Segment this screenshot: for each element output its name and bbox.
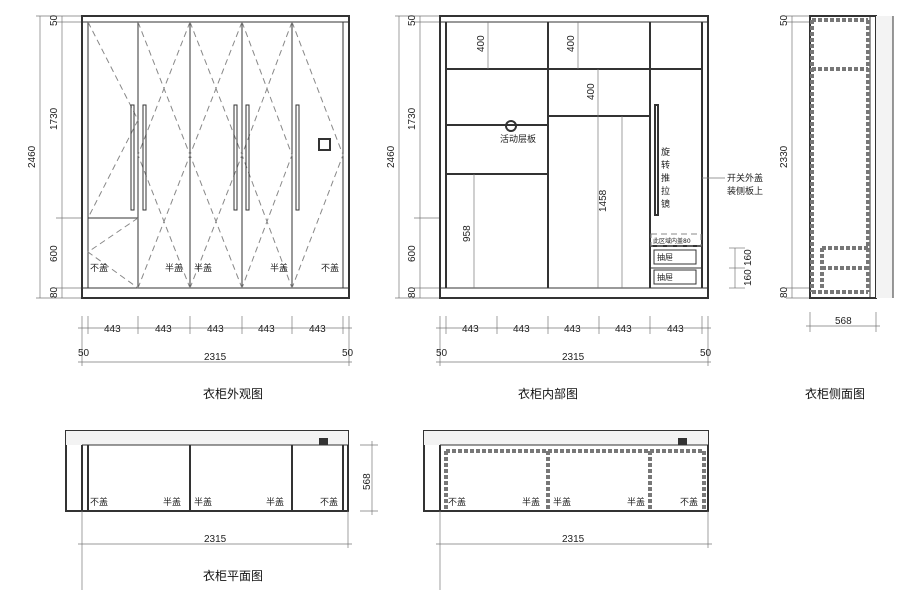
caption-exterior: 衣柜外观图	[203, 386, 263, 401]
dim-side-margin: 50	[342, 348, 354, 359]
side-view: 50 2330 80 568 衣柜侧面图	[779, 14, 894, 401]
label-half-overlay: 半盖	[627, 496, 645, 508]
dim-lower: 600	[407, 245, 418, 262]
label-half-overlay: 半盖	[522, 496, 540, 508]
dim-door-width: 443	[155, 324, 172, 335]
dim-shelf-400: 400	[566, 35, 577, 52]
dim-door-width: 443	[104, 324, 121, 335]
label-no-overlay: 不盖	[320, 496, 338, 508]
dim-drawer-160: 160	[743, 269, 754, 286]
dim-drawer-160: 160	[743, 249, 754, 266]
dim-shelf-400: 400	[476, 35, 487, 52]
label-half-overlay: 半盖	[165, 262, 183, 274]
dim-overall-width: 2315	[562, 352, 585, 363]
dim-upper: 1730	[49, 107, 60, 130]
door-handle-icon	[295, 104, 300, 211]
door-handle-icon	[130, 104, 135, 211]
drawer-zone	[650, 233, 702, 247]
label-no-overlay: 不盖	[90, 496, 108, 508]
dim-side-margin: 50	[436, 348, 448, 359]
caption-plan: 衣柜平面图	[203, 568, 263, 583]
label-rod-char: 拉	[661, 185, 670, 197]
dim-depth: 568	[835, 316, 852, 327]
caption-side: 衣柜侧面图	[805, 386, 865, 401]
dim-door-width: 443	[309, 324, 326, 335]
drawer-lower	[653, 269, 697, 285]
dim-overall-width: 2315	[204, 352, 227, 363]
dim-base: 80	[49, 286, 60, 298]
dim-side-margin: 50	[78, 348, 90, 359]
dim-hang-958: 958	[462, 225, 473, 242]
lock-square-icon	[678, 438, 687, 445]
lock-square-icon	[318, 138, 331, 151]
dim-overall-width: 2315	[204, 534, 227, 545]
dim-top-band: 50	[49, 14, 60, 26]
door-handle-icon	[233, 104, 238, 211]
label-half-overlay: 半盖	[553, 496, 571, 508]
label-switch-note-1: 开关外盖	[727, 172, 763, 184]
dim-hang-1458: 1458	[598, 189, 609, 212]
dim-side-margin: 50	[700, 348, 712, 359]
dim-door-width: 443	[207, 324, 224, 335]
plan-view-interior: 不盖 半盖 半盖 半盖 不盖 2315	[423, 430, 712, 590]
dim-lower: 600	[49, 245, 60, 262]
dim-base: 80	[779, 286, 790, 298]
caption-interior: 衣柜内部图	[518, 386, 578, 401]
label-rod-char: 转	[661, 159, 670, 171]
dim-base: 80	[407, 286, 418, 298]
interior-view: 2460 50 1730 600 80 400 400 400 958 1458	[386, 14, 763, 401]
dim-door-width: 443	[258, 324, 275, 335]
exterior-view: 2460 50 1730 600 80 不盖 半盖	[27, 14, 354, 401]
lock-square-icon	[319, 438, 328, 445]
dim-side-height: 2330	[779, 145, 790, 168]
label-switch-note-2: 装侧板上	[727, 185, 763, 197]
label-half-overlay: 半盖	[163, 496, 181, 508]
dim-depth: 568	[362, 473, 373, 490]
label-no-overlay: 不盖	[321, 262, 339, 274]
dim-top-band: 50	[407, 14, 418, 26]
dim-door-width: 443	[615, 324, 632, 335]
label-rod-char: 推	[661, 172, 670, 184]
label-half-overlay: 半盖	[194, 496, 212, 508]
drawer-upper	[653, 249, 697, 265]
label-half-overlay: 半盖	[270, 262, 288, 274]
label-no-overlay: 不盖	[448, 496, 466, 508]
label-drawer-note: 此区域内盖80	[653, 237, 691, 245]
label-drawer-handle: 抽屉	[657, 272, 673, 282]
label-no-overlay: 不盖	[680, 496, 698, 508]
label-half-overlay: 半盖	[194, 262, 212, 274]
dim-overall-width: 2315	[562, 534, 585, 545]
label-half-overlay: 半盖	[266, 496, 284, 508]
rotating-rod-icon	[654, 104, 659, 216]
dim-upper: 1730	[407, 107, 418, 130]
label-rod-char: 镜	[661, 198, 670, 210]
dim-door-width: 443	[462, 324, 479, 335]
dim-top-band: 50	[779, 14, 790, 26]
label-rod-char: 旋	[661, 146, 670, 158]
plan-view-exterior: 不盖 半盖 半盖 半盖 不盖 568 2315 衣柜平面图	[65, 430, 378, 590]
shelf-pin-icon	[505, 120, 517, 132]
dim-door-width: 443	[513, 324, 530, 335]
dim-overall-height: 2460	[27, 145, 38, 168]
label-no-overlay: 不盖	[90, 262, 108, 274]
dim-overall-height: 2460	[386, 145, 397, 168]
label-drawer-handle: 抽屉	[657, 252, 673, 262]
dim-door-width: 443	[667, 324, 684, 335]
door-handle-icon	[142, 104, 147, 211]
dim-door-width: 443	[564, 324, 581, 335]
door-handle-icon	[245, 104, 250, 211]
label-movable-shelf: 活动层板	[500, 133, 536, 145]
dim-shelf-400: 400	[586, 83, 597, 100]
